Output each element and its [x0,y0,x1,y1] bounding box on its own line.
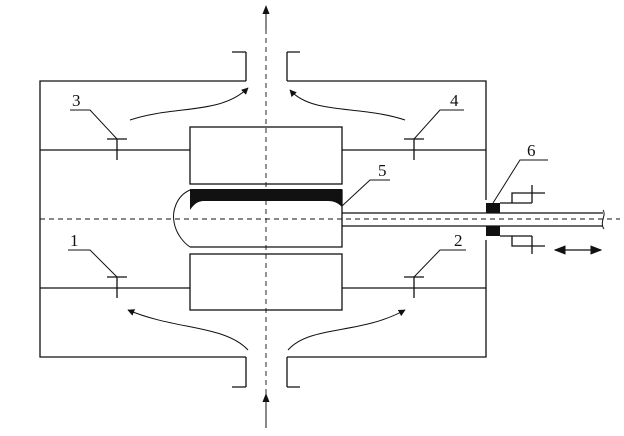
flow-arrow-lower-right [287,309,406,351]
leader-2 [413,249,466,278]
seal-housing-upper [500,185,545,204]
lower-block [189,253,343,311]
label-2: 2 [454,231,463,250]
bottom-nozzle [232,357,300,388]
piston-black-layer [190,189,342,210]
leader-4 [413,109,464,140]
seal-upper [486,203,500,213]
flow-arrow-upper-right [289,89,406,121]
upper-block [189,126,343,185]
leader-6 [492,159,548,204]
seal-housing-lower [500,235,545,254]
label-6: 6 [527,141,536,160]
top-nozzle [232,51,300,81]
label-1: 1 [70,231,79,250]
leader-3 [70,109,118,140]
leader-1 [68,249,118,278]
leader-5 [341,179,390,207]
label-4: 4 [450,91,459,110]
flow-arrow-lower-left [127,309,249,351]
label-3: 3 [72,91,81,110]
flow-arrow-upper-left [129,87,249,121]
label-5: 5 [378,161,387,180]
rod-break [601,209,605,230]
piston-end-cap [173,189,191,248]
seal-lower [486,226,500,236]
